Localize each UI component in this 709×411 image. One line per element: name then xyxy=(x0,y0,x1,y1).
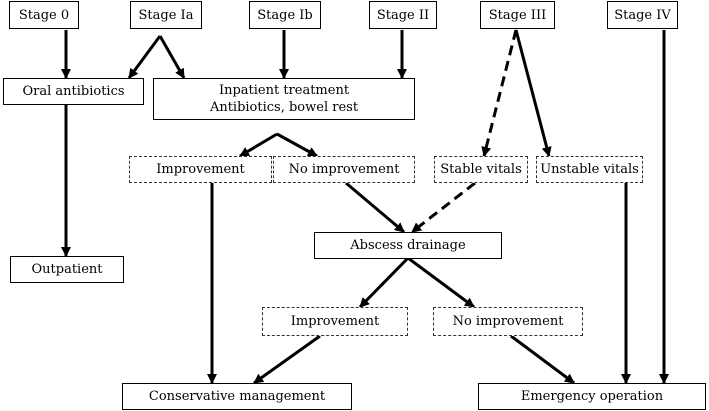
stage-iv-box: Stage IV xyxy=(607,1,678,29)
no-improvement-box-1: No improvement xyxy=(273,156,415,183)
abscess-drainage-box: Abscess drainage xyxy=(314,232,502,259)
arrow-inpatient-to-no-improvement xyxy=(276,132,318,158)
no-improvement-box-2: No improvement xyxy=(433,307,583,336)
stable-vitals-box: Stable vitals xyxy=(434,156,528,183)
arrow-stage3-to-stable xyxy=(481,29,518,157)
arrow-stable-to-drainage xyxy=(411,181,476,234)
arrow-no-improvement-to-drainage xyxy=(345,181,405,234)
arrow-stage1a-to-inpatient xyxy=(158,35,186,79)
stage-ib-box: Stage Ib xyxy=(249,1,321,29)
oral-antibiotics-box: Oral antibiotics xyxy=(3,78,144,105)
stage-ia-box: Stage Ia xyxy=(130,1,202,29)
outpatient-box: Outpatient xyxy=(10,256,124,283)
improvement-box-2: Improvement xyxy=(262,307,408,336)
arrow-improvement-to-conservative-2 xyxy=(253,334,321,385)
conservative-management-box: Conservative management xyxy=(122,383,352,410)
arrow-drainage-to-no-improvement xyxy=(407,256,475,309)
arrow-inpatient-to-improvement xyxy=(239,132,278,158)
inpatient-treatment-title: Inpatient treatment xyxy=(218,83,350,98)
arrow-drainage-to-improvement xyxy=(358,256,410,309)
arrow-no-improvement-to-emergency xyxy=(510,334,575,385)
inpatient-treatment-detail: Antibiotics, bowel rest xyxy=(209,100,359,115)
improvement-box-1: Improvement xyxy=(129,156,272,183)
arrow-stage1a-to-oral xyxy=(127,35,162,79)
arrow-stage3-to-unstable xyxy=(514,29,552,157)
emergency-operation-box: Emergency operation xyxy=(478,383,706,410)
inpatient-treatment-box: Inpatient treatment Antibiotics, bowel r… xyxy=(153,78,415,120)
stage-iii-box: Stage III xyxy=(480,1,555,29)
stage-ii-box: Stage II xyxy=(369,1,437,29)
stage-0-box: Stage 0 xyxy=(9,1,79,29)
unstable-vitals-box: Unstable vitals xyxy=(536,156,643,183)
